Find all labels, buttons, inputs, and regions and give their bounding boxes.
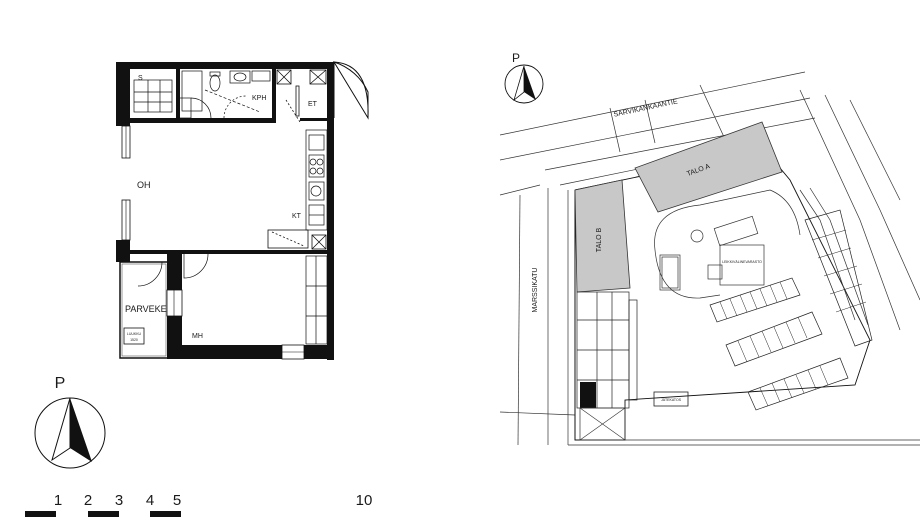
room-label-mh: MH xyxy=(192,333,203,340)
room-label-et: ET xyxy=(308,101,318,108)
shed-label: LEIKKIVÄLINEVARASTO xyxy=(722,260,762,264)
locker-box xyxy=(123,327,145,345)
wall-left-upper xyxy=(116,62,130,126)
scale-3: 3 xyxy=(115,492,123,509)
parking-rows xyxy=(709,209,873,411)
wall-right xyxy=(327,62,334,360)
wall-bottom xyxy=(167,345,334,359)
street-label-sarvikankaantie: SARVIKANKAANTIE xyxy=(613,98,679,118)
kitchen-counter xyxy=(305,129,328,231)
street-lines xyxy=(499,71,920,446)
floor-plan: LUUKKU 1520 S KPH ET OH KT PARVEKE MH xyxy=(116,61,369,360)
scale-4: 4 xyxy=(146,492,154,509)
scale-10: 10 xyxy=(356,492,373,509)
entrance-door xyxy=(332,61,369,120)
site-compass-icon xyxy=(504,64,544,104)
locker-label-1: LUUKKU xyxy=(127,332,142,336)
north-arrow-plan: P xyxy=(34,375,106,469)
scale-1: 1 xyxy=(54,492,62,509)
room-label-kt: KT xyxy=(292,213,302,220)
building-talo-b: TALO B xyxy=(574,179,631,293)
wall-top xyxy=(116,62,334,69)
wall-left-lower xyxy=(116,240,130,262)
room-label-parveke: PARVEKE xyxy=(125,304,167,314)
parking-stalls xyxy=(719,229,867,407)
wall-bedroom xyxy=(130,250,327,254)
scale-2: 2 xyxy=(84,492,92,509)
room-label-s: S xyxy=(138,75,143,82)
building-talo-a: TALO A xyxy=(634,121,783,213)
locker-label-2: 1520 xyxy=(130,338,138,342)
north-letter-site: P xyxy=(512,51,520,65)
scale-5: 5 xyxy=(173,492,181,509)
scale-bar: 1 2 3 4 5 10 xyxy=(25,492,372,517)
north-letter-plan: P xyxy=(55,375,66,392)
room-label-oh: OH xyxy=(137,180,151,190)
wall-bathroom xyxy=(130,118,273,123)
small-building-label: JÄTEKATOS xyxy=(661,398,682,402)
refuse-shelter xyxy=(653,391,689,407)
room-label-kph: KPH xyxy=(252,95,266,102)
site-plan: P TALO A xyxy=(499,51,920,446)
north-arrow-icon xyxy=(70,398,92,462)
street-label-marssikatu: MARSSIKATU xyxy=(532,268,539,313)
talo-b-label: TALO B xyxy=(596,227,603,252)
